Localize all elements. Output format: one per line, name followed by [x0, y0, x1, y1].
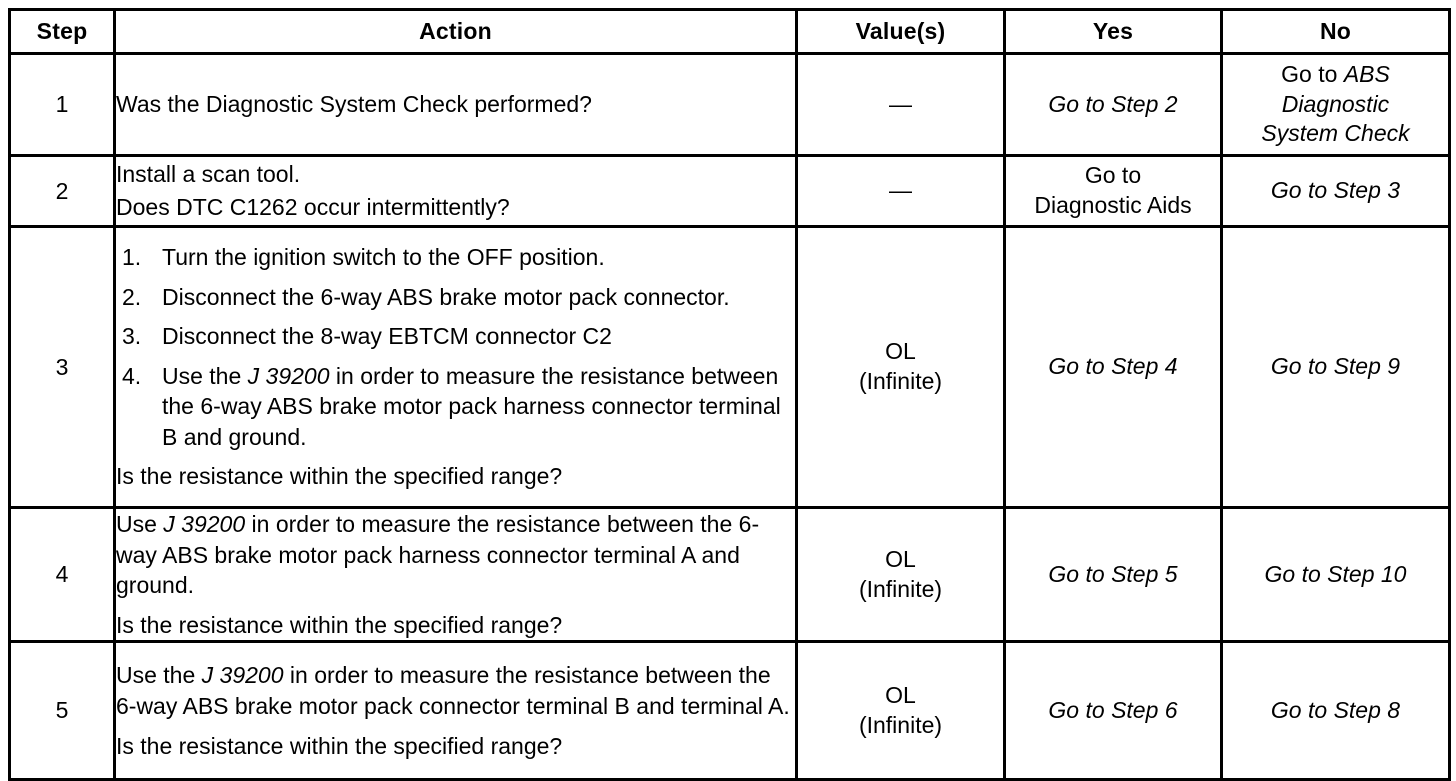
action-text-line-1: Install a scan tool. [116, 161, 301, 188]
value-text-line-2: (Infinite) [858, 711, 943, 738]
no-text: Go to Step 3 [1270, 177, 1401, 204]
yes-text: Go to Step 2 [1048, 90, 1178, 117]
list-item: 1. Turn the ignition switch to the OFF po… [116, 242, 795, 273]
value-cell: OL (Infinite) [795, 505, 1006, 644]
yes-text: Go to Step 5 [1048, 560, 1178, 587]
value-text-line-1: OL [885, 545, 916, 572]
step-number-cell: 3 [8, 225, 116, 509]
column-header-yes: Yes [1003, 8, 1223, 55]
table-row: 1 Was the Diagnostic System Check perfor… [8, 52, 1451, 157]
action-text: Was the Diagnostic System Check performe… [116, 91, 592, 118]
table-row: 2 Install a scan tool. Does DTC C1262 oc… [8, 154, 1451, 228]
special-tool-name: J 39200 [201, 662, 284, 689]
value-cell: — [795, 154, 1006, 228]
table-body: 1 Was the Diagnostic System Check perfor… [8, 52, 1451, 781]
step-number-cell: 4 [8, 505, 116, 644]
value-text: — [889, 90, 912, 117]
no-lead: Go to [1281, 60, 1344, 87]
special-tool-name: J 39200 [163, 511, 246, 537]
list-item: 4. Use the J 39200 in order to measure th… [116, 361, 795, 453]
yes-cell: Go to Step 6 [1003, 640, 1223, 781]
column-header-step: Step [8, 8, 116, 55]
no-text: Go to Step 8 [1270, 696, 1401, 723]
column-header-action: Action [113, 8, 798, 55]
value-text-line-2: (Infinite) [858, 368, 943, 394]
action-cell: Use J 39200 in order to measure the resi… [113, 505, 798, 644]
action-question: Is the resistance within the specified r… [116, 732, 563, 759]
list-marker: 2. [122, 283, 142, 310]
action-question: Is the resistance within the specified r… [116, 463, 563, 490]
value-text: — [889, 177, 912, 204]
table-row: 5 Use the J 39200 in order to measure th… [8, 640, 1451, 781]
list-marker: 4. [122, 362, 142, 389]
step-number-cell: 5 [8, 640, 116, 781]
value-text-line-1: OL [885, 681, 916, 708]
step-number-cell: 1 [8, 52, 116, 157]
no-cell: Go to Step 10 [1220, 505, 1451, 644]
no-ref-2: Diagnostic [1281, 90, 1390, 117]
action-text-pre: Use the [116, 662, 202, 689]
yes-cell: Go to Step 2 [1003, 52, 1223, 157]
list-text-pre: Use the [162, 362, 248, 389]
action-cell: 1. Turn the ignition switch to the OFF po… [113, 225, 798, 509]
yes-text: Go to Step 6 [1048, 696, 1178, 723]
yes-cell: Go to Diagnostic Aids [1003, 154, 1223, 228]
no-cell: Go to Step 9 [1220, 225, 1451, 509]
no-cell: Go to Step 3 [1220, 154, 1451, 228]
no-text: Go to Step 9 [1270, 353, 1401, 380]
yes-text-line-2: Diagnostic Aids [1034, 192, 1192, 218]
list-marker: 1. [122, 243, 142, 270]
action-text: Use the J 39200 in order to measure the … [116, 660, 795, 721]
value-cell: — [795, 52, 1006, 157]
table-row: 4 Use J 39200 in order to measure the re… [8, 505, 1451, 644]
column-header-no: No [1220, 8, 1451, 55]
value-cell: OL (Infinite) [795, 640, 1006, 781]
list-text: Turn the ignition switch to the OFF posi… [162, 243, 605, 270]
header-row: Step Action Value(s) Yes No [8, 8, 1451, 55]
yes-text-line-1: Go to [1084, 162, 1142, 189]
list-text: Disconnect the 8-way EBTCM connector C2 [162, 323, 612, 350]
list-item: 3. Disconnect the 8-way EBTCM connector C… [116, 321, 795, 352]
no-ref-3: System Check [1261, 120, 1410, 147]
no-cell: Go to ABS Diagnostic System Check [1220, 52, 1451, 157]
action-text-line-2: Does DTC C1262 occur intermittently? [116, 194, 510, 220]
list-text-post: in order to measure the resistance betwe… [162, 362, 781, 450]
step-number-cell: 2 [8, 154, 116, 228]
value-cell: OL (Infinite) [795, 225, 1006, 509]
value-text-line-2: (Infinite) [858, 575, 943, 602]
action-step-list: 1. Turn the ignition switch to the OFF po… [116, 242, 795, 452]
action-text-post: in order to measure the resistance betwe… [116, 662, 790, 720]
value-text-line-1: OL [885, 338, 916, 365]
action-question: Is the resistance within the specified r… [116, 611, 563, 638]
list-item: 2. Disconnect the 6-way ABS brake motor p… [116, 282, 795, 313]
yes-text: Go to Step 4 [1048, 353, 1178, 380]
column-header-value: Value(s) [795, 8, 1006, 55]
special-tool-name: J 39200 [247, 362, 330, 389]
no-text-line-1: Go to ABS [1223, 60, 1448, 90]
diagnostic-trouble-code-table: Step Action Value(s) Yes No 1 Was the Di… [8, 8, 1451, 781]
action-text-pre: Use [116, 511, 164, 537]
no-cell: Go to Step 8 [1220, 640, 1451, 781]
yes-cell: Go to Step 5 [1003, 505, 1223, 644]
table-row: 3 1. Turn the ignition switch to the OFF … [8, 225, 1451, 509]
no-text: Go to Step 10 [1264, 560, 1407, 587]
list-marker: 3. [122, 323, 142, 350]
no-ref-1: ABS [1343, 60, 1390, 87]
table-header: Step Action Value(s) Yes No [8, 8, 1451, 55]
list-text: Disconnect the 6-way ABS brake motor pac… [162, 283, 730, 310]
action-text: Use J 39200 in order to measure the resi… [116, 509, 795, 601]
action-cell: Install a scan tool. Does DTC C1262 occu… [113, 154, 798, 228]
action-cell: Was the Diagnostic System Check performe… [113, 52, 798, 157]
action-text-post: in order to measure the resistance betwe… [116, 511, 760, 599]
yes-cell: Go to Step 4 [1003, 225, 1223, 509]
action-cell: Use the J 39200 in order to measure the … [113, 640, 798, 781]
